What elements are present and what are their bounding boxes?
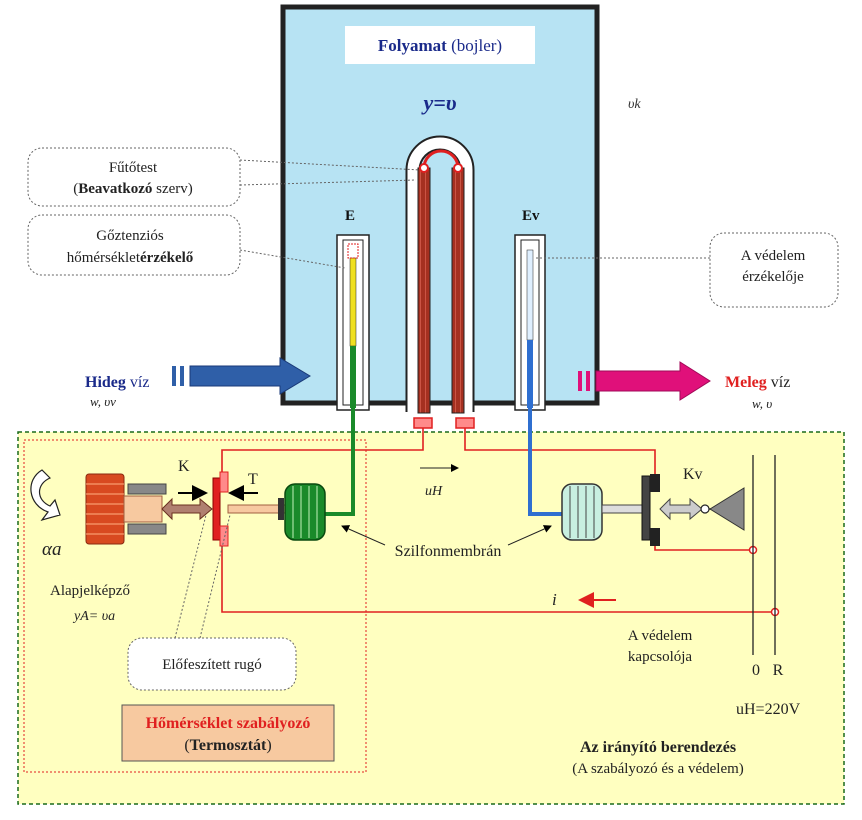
hot-water-vars: w, υ [752,396,772,411]
device-title: Az irányító berendezés [580,739,736,756]
output-variable: y=υ [420,90,456,115]
protection-sensor-label: Ev [522,208,540,224]
protection-sensor [514,234,546,411]
k-label: K [178,458,190,475]
sensor-callout [27,214,346,276]
t-label: T [248,471,258,488]
protection-setpoint-wedge [709,487,745,531]
sensor-callout-line1: Gőztenziós [96,228,164,244]
thermostat-title: Hőmérséklet szabályozó [146,715,311,732]
cold-water-label: Hideg víz [85,374,149,391]
main-sensor-label: E [345,208,355,224]
switch-label-line1: A védelem [628,628,693,644]
thermostat-title-box [121,704,335,762]
protection-callout-line1: A védelem [741,248,806,264]
heater-callout-line2: (Beavatkozó szerv) [73,181,193,197]
process-title: Folyamat (bojler) [378,36,502,55]
device-subtitle: (A szabályozó és a védelem) [572,761,744,777]
thermostat-region [23,439,367,773]
kv-label: Kv [683,466,703,483]
current-label: i [552,590,557,609]
zero-label: 0 [752,662,760,679]
contact-upper [219,471,229,493]
contact-lower [219,525,229,547]
supply-voltage: uH=220V [736,701,801,718]
setpoint-title: Alapjelképző [50,583,130,599]
protection-callout-line2: érzékelője [742,269,804,285]
ambient-temp-label: υk [628,97,641,112]
heater-callout-line1: Fűtőtest [109,160,158,176]
uh-label: uH [425,484,443,499]
setpoint-equation: yA= υa [72,609,115,624]
rotation-arrow-icon [30,469,61,522]
cold-water-arrow [172,357,311,395]
protection-callout [535,232,839,308]
spring-callout [127,514,297,691]
main-sensor [336,234,370,411]
alpha-label: αa [42,539,61,560]
boiler-tank [280,4,600,406]
main-capillary [320,408,355,516]
setpoint-knob[interactable] [85,473,167,545]
protection-capillary [528,408,562,516]
hot-water-label: Meleg víz [725,374,790,391]
protection-bellows [561,483,603,541]
sensor-callout-line2: hőmérsékletérzékelő [67,250,194,266]
cold-water-vars: w, υv [90,394,116,409]
spring-callout-text: Előfeszített rugó [162,657,262,673]
protection-plate [641,475,651,541]
heater-element [405,135,475,429]
thermostat-subtitle: (Termosztát) [184,737,271,754]
process-title-box [345,26,535,64]
thermostat-rod [227,504,287,514]
r-label: R [773,662,784,679]
spring-double-arrow [161,497,213,521]
contact-plate [212,477,221,541]
bellows-label: Szilfonmembrán [395,543,502,560]
hot-water-arrow [578,361,711,401]
switch-label-line2: kapcsolója [628,649,692,665]
thermostat-bellows [284,483,326,541]
heater-callout [27,147,421,207]
